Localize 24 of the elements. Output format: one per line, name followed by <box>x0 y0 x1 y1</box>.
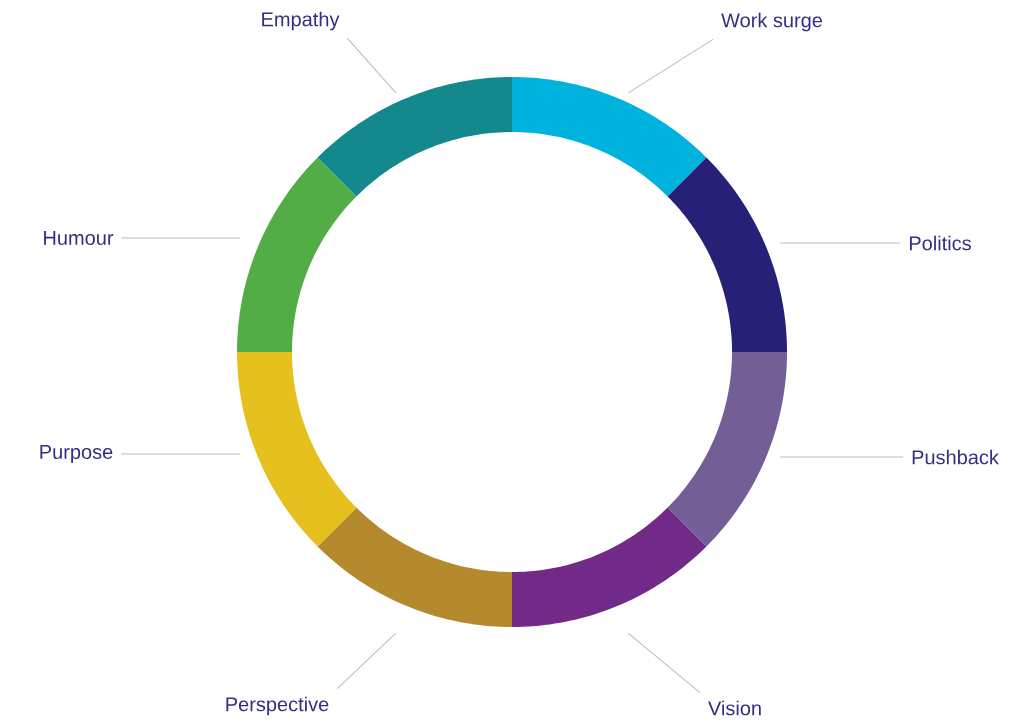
segment-label: Politics <box>910 235 971 251</box>
leader-line <box>346 37 397 94</box>
leader-line <box>779 242 901 244</box>
leader-line <box>627 632 701 694</box>
leader-line <box>121 237 241 239</box>
leader-line <box>627 38 714 94</box>
segment-label: Pushback <box>912 449 999 465</box>
ring-segment <box>317 77 512 197</box>
segment-label: Humour <box>44 231 114 245</box>
leader-line <box>336 632 397 690</box>
segment-label: Work surge <box>721 12 823 32</box>
ring-segment <box>512 77 707 197</box>
leader-line <box>120 453 241 455</box>
ring-segment <box>237 352 357 547</box>
segment-label: Perspective <box>226 696 329 716</box>
ring-segment <box>667 157 787 352</box>
ring-segment <box>317 507 512 627</box>
ring-segment <box>512 507 707 627</box>
ring-segment <box>237 157 357 352</box>
segment-label: Purpose <box>40 445 113 463</box>
segment-label: Empathy <box>262 11 340 31</box>
leader-line <box>779 456 904 458</box>
segment-label: Vision <box>708 700 761 716</box>
ring-segment <box>667 352 787 547</box>
